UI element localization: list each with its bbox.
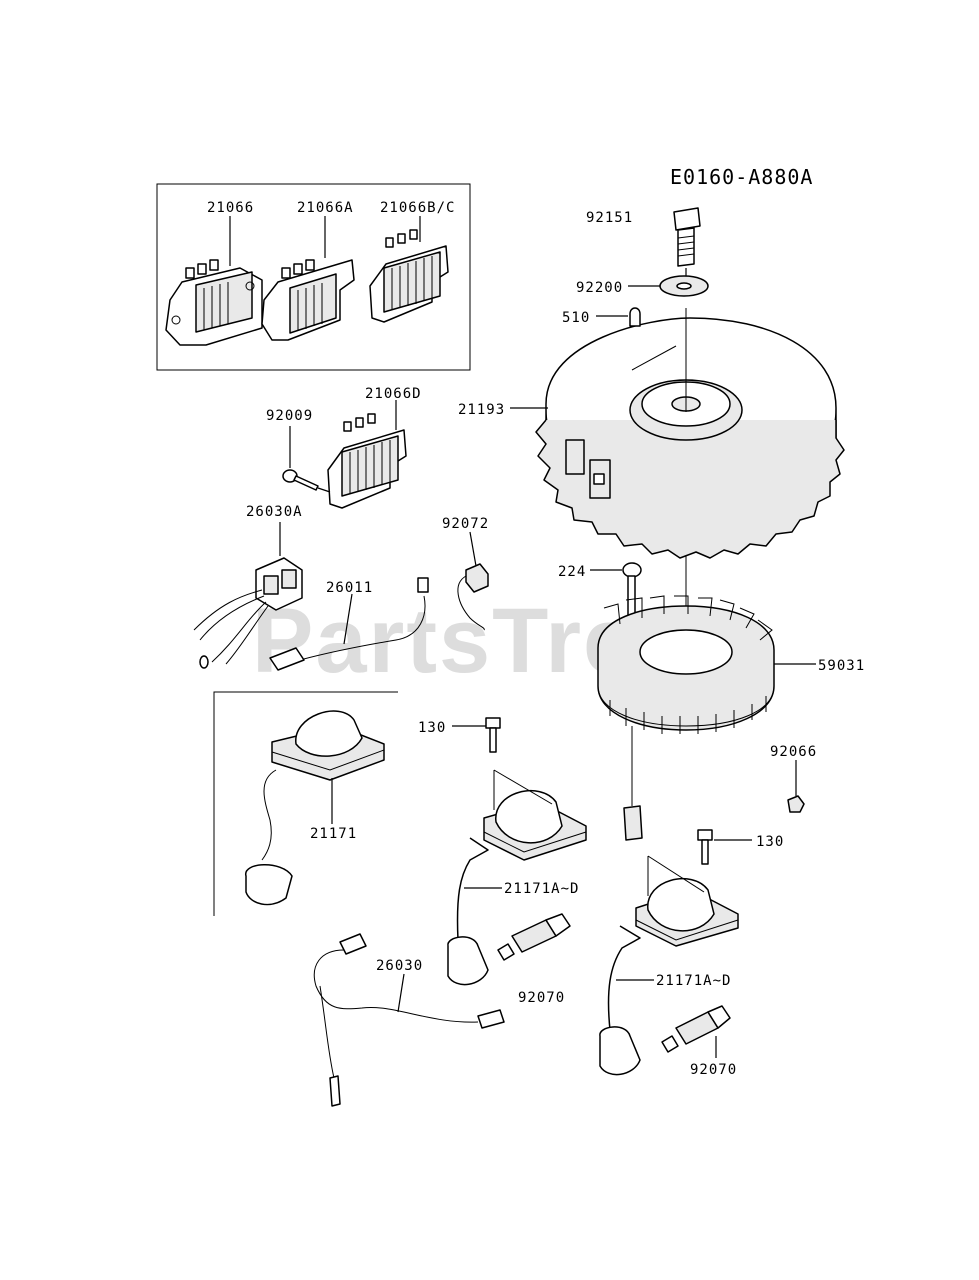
callout-21066: 21066 (207, 200, 254, 216)
callout-92070-b: 92070 (690, 1062, 737, 1078)
callout-26011: 26011 (326, 580, 373, 596)
callout-21171ad-b: 21171A~D (656, 973, 731, 989)
regulator-21066bc[interactable] (369, 229, 449, 323)
callout-92072: 92072 (442, 516, 489, 532)
washer-92200[interactable] (659, 275, 709, 297)
nut-92066[interactable] (787, 795, 805, 813)
regulator-21066a[interactable] (261, 259, 355, 341)
bolt-92151[interactable] (673, 207, 701, 267)
coil-group-bracket (213, 691, 398, 916)
lead-26030[interactable] (313, 933, 505, 1107)
diagram-code: E0160-A880A (670, 165, 813, 189)
callout-92066: 92066 (770, 744, 817, 760)
bolt-130-a[interactable] (485, 717, 501, 753)
key-510[interactable] (629, 307, 641, 327)
flywheel-21193[interactable] (535, 317, 845, 559)
coil-21171ad-b[interactable] (599, 877, 739, 1076)
callout-59031: 59031 (818, 658, 865, 674)
bolt-92009[interactable] (282, 469, 319, 491)
lead-26011[interactable] (269, 577, 429, 671)
spark-plug-92070-b[interactable] (661, 1005, 731, 1053)
callout-21171: 21171 (310, 826, 357, 842)
callout-26030: 26030 (376, 958, 423, 974)
callout-21066d: 21066D (365, 386, 422, 402)
callout-21066a: 21066A (297, 200, 354, 216)
callout-21193: 21193 (458, 402, 505, 418)
coil-21171[interactable] (245, 710, 385, 906)
callout-92151: 92151 (586, 210, 633, 226)
regulator-21066[interactable] (165, 259, 263, 346)
callout-224: 224 (558, 564, 586, 580)
callout-130-a: 130 (418, 720, 446, 736)
screw-224[interactable] (622, 562, 642, 617)
callout-510: 510 (562, 310, 590, 326)
callout-92070-a: 92070 (518, 990, 565, 1006)
spark-plug-92070-a[interactable] (497, 913, 571, 961)
callout-130-b: 130 (756, 834, 784, 850)
regulator-21066d[interactable] (327, 413, 407, 509)
connector-26030a[interactable] (193, 557, 303, 669)
callout-26030a: 26030A (246, 504, 303, 520)
watermark-text: PartsTre (252, 590, 636, 692)
bolt-130-b[interactable] (697, 829, 713, 865)
clip-92072[interactable] (457, 563, 489, 631)
callout-21066bc: 21066B/C (380, 200, 455, 216)
coil-21171ad-a[interactable] (447, 789, 587, 986)
callout-21171ad-a: 21171A~D (504, 881, 579, 897)
stator-59031[interactable] (597, 595, 775, 841)
regulator-group-box (156, 183, 471, 371)
callout-92200: 92200 (576, 280, 623, 296)
callout-92009: 92009 (266, 408, 313, 424)
